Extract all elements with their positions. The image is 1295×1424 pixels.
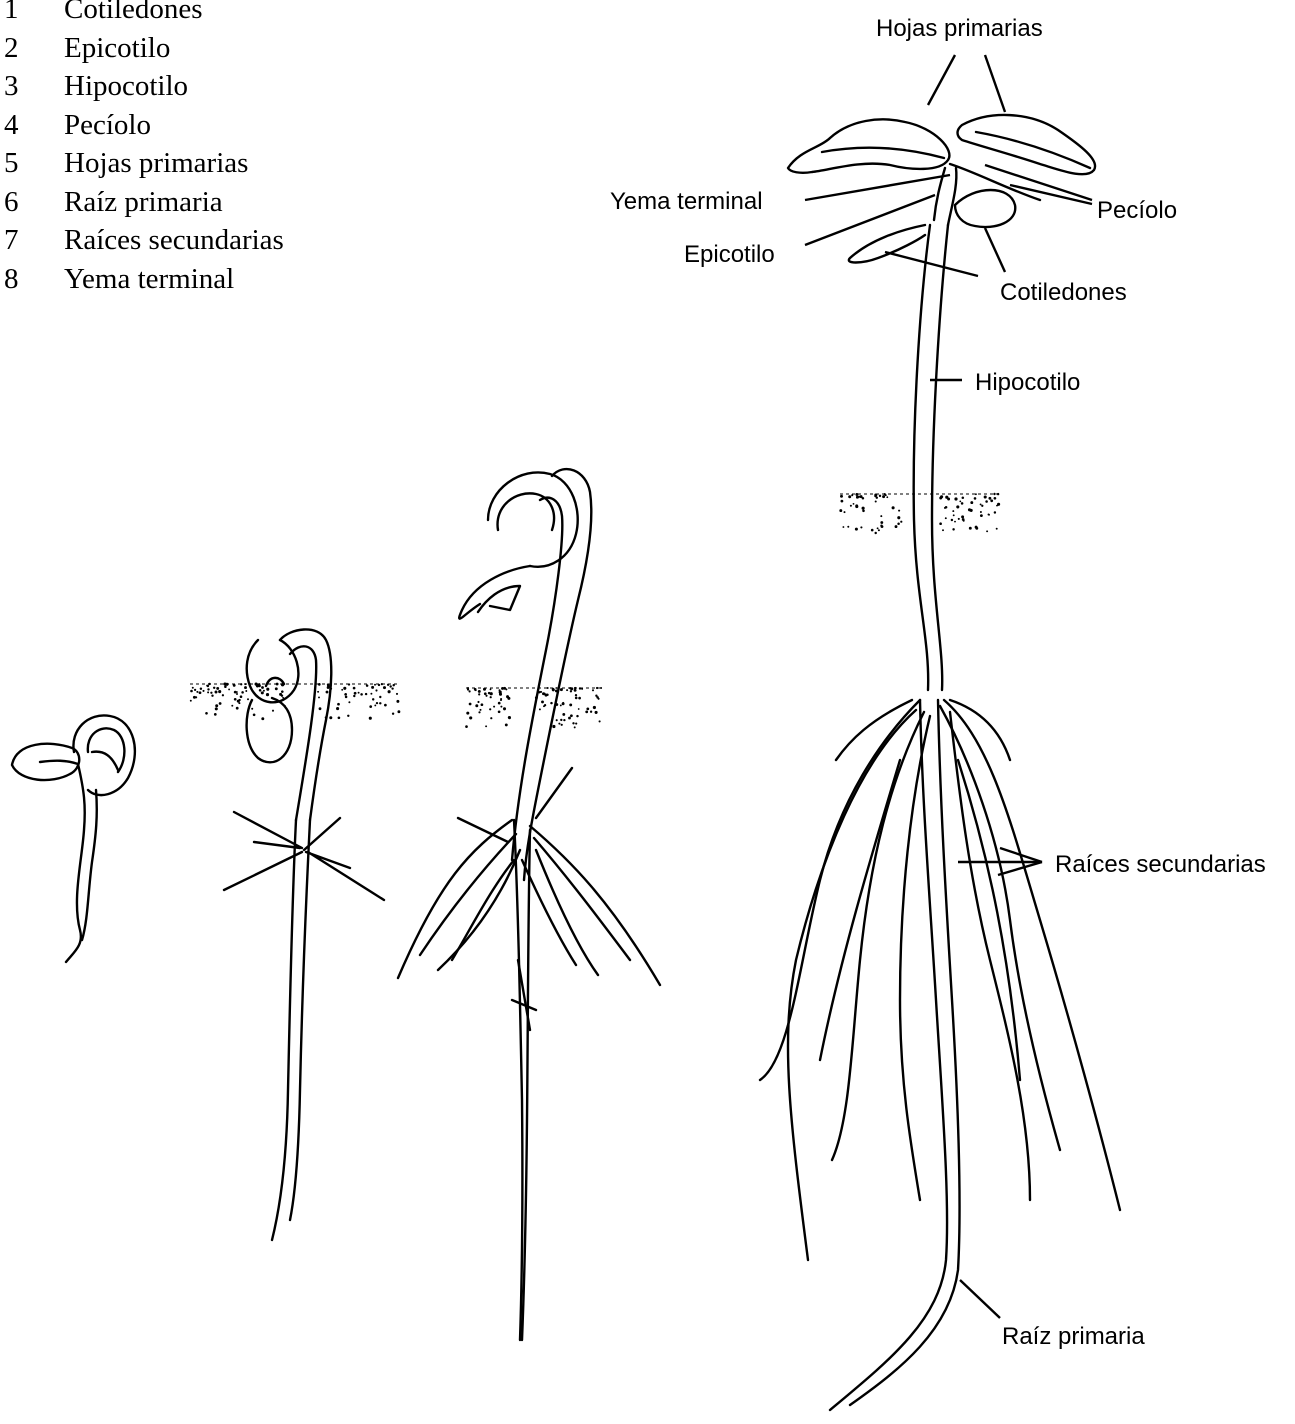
leader-lines <box>805 55 1092 1318</box>
label-epicotilo: Epicotilo <box>684 241 775 268</box>
label-yema-terminal: Yema terminal <box>610 188 763 215</box>
seedling-stage-1 <box>12 715 135 962</box>
label-hipocotilo: Hipocotilo <box>975 369 1080 396</box>
soil-surface-stage-4 <box>839 493 1000 534</box>
seedling-stage-3 <box>398 469 660 1340</box>
label-peciolo: Pecíolo <box>1097 197 1177 224</box>
seedling-stage-4 <box>760 115 1120 1410</box>
label-raices-secundarias: Raíces secundarias <box>1055 851 1266 878</box>
label-hojas-primarias: Hojas primarias <box>876 15 1043 42</box>
label-raiz-primaria: Raíz primaria <box>1002 1323 1145 1350</box>
label-cotiledones: Cotiledones <box>1000 279 1127 306</box>
seedling-stage-2 <box>224 629 384 1240</box>
